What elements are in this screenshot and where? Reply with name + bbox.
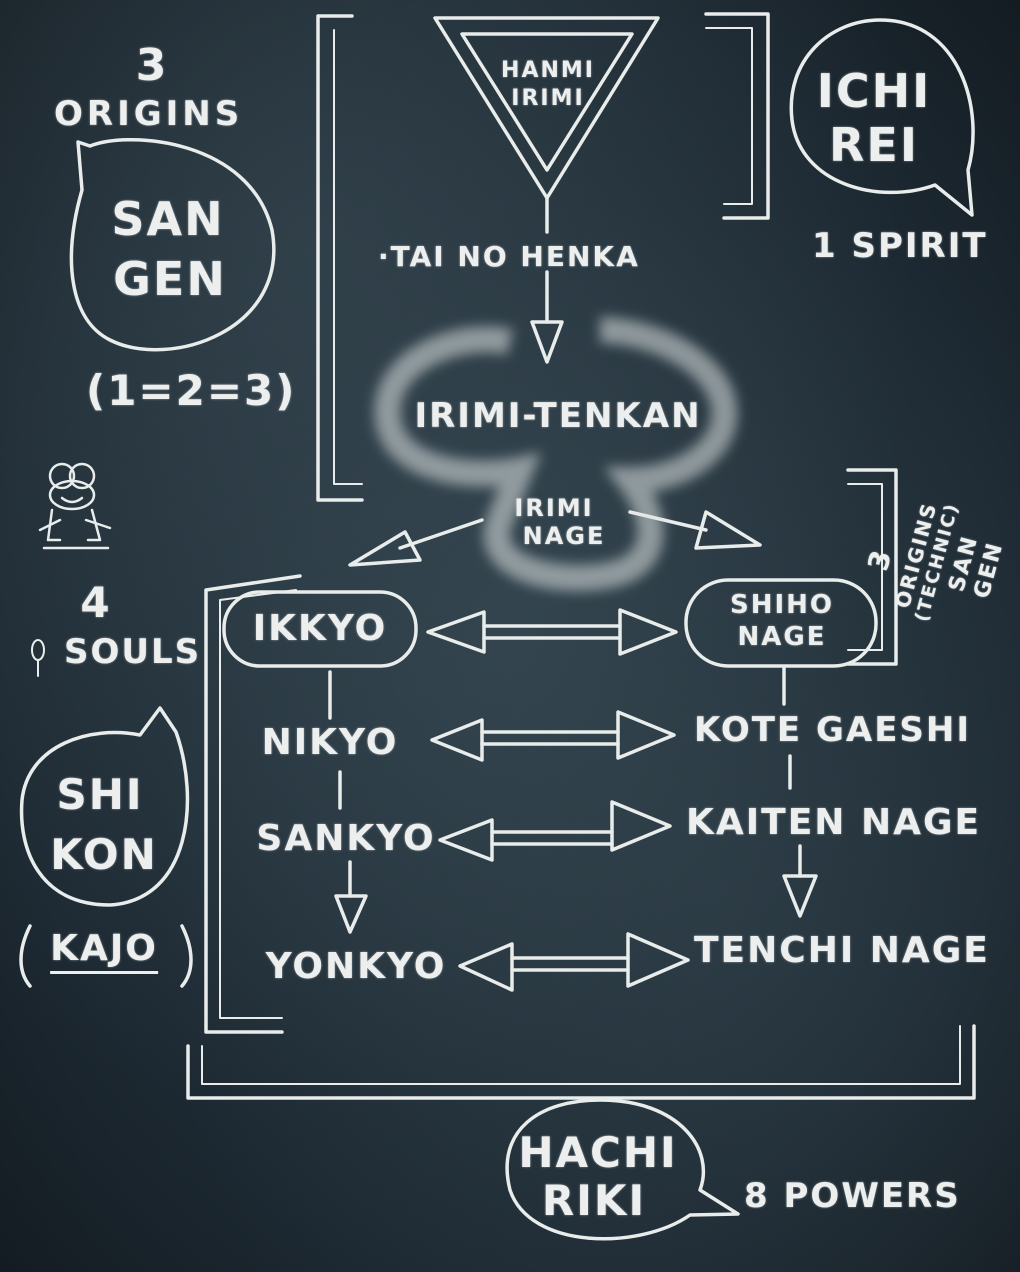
hanmi-label: HANMI (501, 58, 595, 83)
equation: (1=2=3) (86, 366, 297, 415)
ichi-rei-bubble (789, 18, 975, 217)
bracket-top-left (316, 14, 364, 502)
irimi-tenkan-label: IRIMI-TENKAN (414, 396, 702, 436)
keychain-doodle (31, 639, 45, 677)
shiho-label: SHIHO (729, 590, 835, 620)
san-label: SAN (111, 192, 225, 246)
souls-number: 4 (80, 578, 112, 627)
frame-bottom (186, 1024, 976, 1100)
hachi-riki-bubble (505, 1098, 740, 1241)
shiho-pill (684, 578, 878, 668)
powers-label: 8 POWERS (744, 1176, 961, 1216)
gen-label: GEN (113, 252, 227, 306)
ichi-label: ICHI (816, 64, 932, 118)
yonkyo-label: YONKYO (265, 946, 447, 987)
irimi-nage-top: IRIMI (514, 494, 594, 522)
san-gen-bubble (69, 137, 276, 352)
triangle-outer (433, 16, 660, 200)
ikkyo-pill (222, 590, 418, 668)
shi-kon-bubble (19, 706, 190, 907)
riki-label: RIKI (541, 1176, 647, 1225)
bracket-top-right (704, 12, 770, 220)
kon-label: KON (50, 830, 158, 879)
origins-number: 3 (135, 40, 169, 91)
kote-gaeshi-label: KOTE GAESHI (694, 710, 972, 750)
bracket-right (846, 468, 898, 666)
kaiten-nage-label: KAITEN NAGE (686, 802, 982, 843)
frame-left (204, 574, 302, 1034)
double-arrows (426, 608, 690, 992)
hachi-label: HACHI (518, 1128, 678, 1177)
ikkyo-label: IKKYO (252, 608, 388, 649)
triangle-inner (460, 32, 634, 172)
tenchi-nage-label: TENCHI NAGE (694, 930, 990, 971)
sankyo-label: SANKYO (256, 818, 436, 859)
irimi-label: IRIMI (511, 86, 585, 111)
shi-label: SHI (56, 770, 144, 819)
irimi-nage-bottom: NAGE (522, 522, 606, 550)
shiho-nage-label: NAGE (737, 622, 827, 652)
frog-doodle (38, 462, 112, 550)
kajo-label: KAJO (50, 928, 158, 974)
origins-label: ORIGINS (54, 94, 244, 134)
rei-label: REI (829, 118, 919, 172)
nikyo-label: NIKYO (261, 722, 399, 763)
irimi-tenkan-cloud (374, 317, 738, 591)
spirit-label: 1 SPIRIT (812, 226, 988, 266)
tai-no-henka: ·TAI NO HENKA (378, 240, 640, 273)
souls-label: SOULS (64, 632, 202, 672)
